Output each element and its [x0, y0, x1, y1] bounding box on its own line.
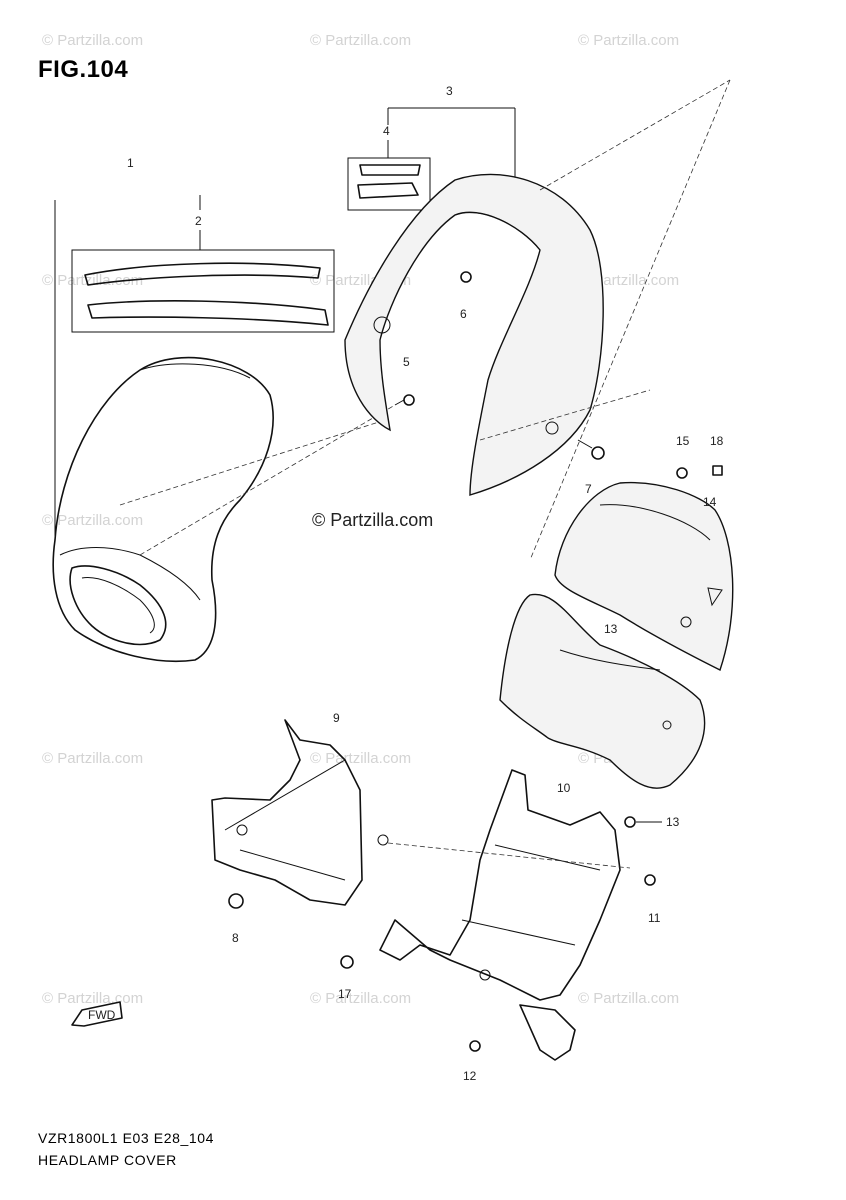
- watermark: © Partzilla.com: [310, 990, 412, 1007]
- under-cover[interactable]: [499, 593, 706, 789]
- callout-4: 4: [383, 124, 390, 138]
- grommet[interactable]: [676, 467, 688, 479]
- clip-nut[interactable]: [712, 465, 723, 476]
- fwd-label: FWD: [88, 1008, 116, 1022]
- visor-emblem-box[interactable]: [347, 157, 431, 211]
- model-code: VZR1800L1 E03 E28_104: [38, 1130, 215, 1146]
- callout-12: 12: [463, 1069, 477, 1083]
- right-bracket[interactable]: [379, 769, 621, 1061]
- callout-14: 14: [703, 495, 717, 509]
- section-name: HEADLAMP COVER: [38, 1152, 177, 1168]
- center-watermark: © Partzilla.com: [312, 510, 434, 530]
- watermark: © Partzilla.com: [578, 32, 680, 49]
- nut[interactable]: [460, 271, 472, 283]
- bolt[interactable]: [394, 394, 415, 406]
- callout-10: 10: [557, 781, 571, 795]
- damper[interactable]: [340, 955, 354, 969]
- headlamp-visor[interactable]: [344, 173, 604, 496]
- damper[interactable]: [228, 893, 244, 909]
- callout-1: 1: [127, 156, 134, 170]
- inner-cover[interactable]: [554, 481, 734, 671]
- forward-arrow-icon: FWD: [71, 1001, 123, 1027]
- watermark: © Partzilla.com: [310, 750, 412, 767]
- watermark: © Partzilla.com: [310, 32, 412, 49]
- watermark: © Partzilla.com: [578, 272, 680, 289]
- callout-2: 2: [195, 214, 202, 228]
- headlamp-cover-shell[interactable]: [52, 356, 274, 663]
- figure-title: FIG.104: [38, 56, 129, 83]
- callout-9: 9: [333, 711, 340, 725]
- callout-6: 6: [460, 307, 467, 321]
- bolt[interactable]: [469, 1040, 481, 1052]
- callout-15: 15: [676, 434, 690, 448]
- callout-13: 13: [666, 815, 680, 829]
- callout-3: 3: [446, 84, 453, 98]
- bushing[interactable]: [624, 816, 662, 828]
- watermark: © Partzilla.com: [578, 990, 680, 1007]
- screw[interactable]: [577, 439, 605, 460]
- watermark: © Partzilla.com: [42, 32, 144, 49]
- trim-strip-set[interactable]: [71, 249, 335, 333]
- callout-8: 8: [232, 931, 239, 945]
- watermark: © Partzilla.com: [42, 750, 144, 767]
- watermark: © Partzilla.com: [42, 512, 144, 529]
- callout-11: 11: [648, 911, 661, 925]
- callout-7: 7: [585, 482, 592, 496]
- callout-17: 17: [338, 987, 352, 1001]
- callout-18: 18: [710, 434, 724, 448]
- watermark: © Partzilla.com: [42, 272, 144, 289]
- bolt[interactable]: [644, 874, 656, 886]
- left-bracket[interactable]: [211, 719, 389, 906]
- callout-13: 13: [604, 622, 618, 636]
- callout-5: 5: [403, 355, 410, 369]
